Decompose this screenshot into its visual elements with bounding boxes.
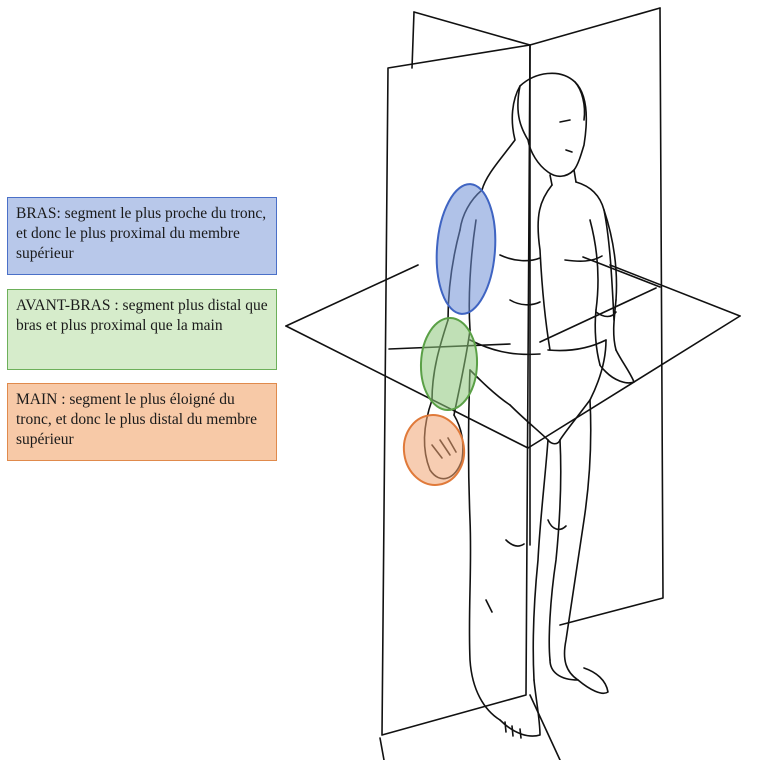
highlight-bras bbox=[433, 182, 500, 316]
transverse-plane bbox=[286, 257, 740, 448]
head bbox=[482, 73, 586, 190]
legs bbox=[469, 370, 609, 738]
